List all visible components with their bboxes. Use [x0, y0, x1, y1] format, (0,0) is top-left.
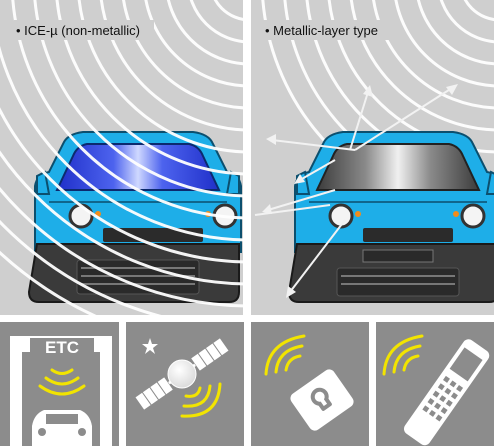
tile-mobile-phone: [376, 322, 494, 446]
tile-smart-key: [251, 322, 369, 446]
reflected-wave-arrows: [254, 84, 458, 298]
panel-label-non-metallic: • ICE-µ (non-metallic): [16, 23, 140, 38]
car-front-view-metallic: [287, 131, 494, 303]
windshield-metallic: [315, 143, 481, 191]
mobile-phone-icon: [382, 334, 490, 446]
etc-gate-icon: ETC: [10, 336, 112, 446]
tile-etc: ETC: [0, 322, 119, 446]
panel-label-metallic: • Metallic-layer type: [265, 23, 378, 38]
gps-satellite-icon: [134, 336, 230, 418]
headlight-left-icon: [68, 203, 94, 229]
smart-key-icon: [264, 334, 354, 431]
etc-sign-text: ETC: [45, 338, 79, 357]
panel-non-metallic: • ICE-µ (non-metallic): [0, 0, 243, 315]
panel-metallic: • Metallic-layer type: [251, 0, 494, 315]
tile-gps: [126, 322, 244, 446]
